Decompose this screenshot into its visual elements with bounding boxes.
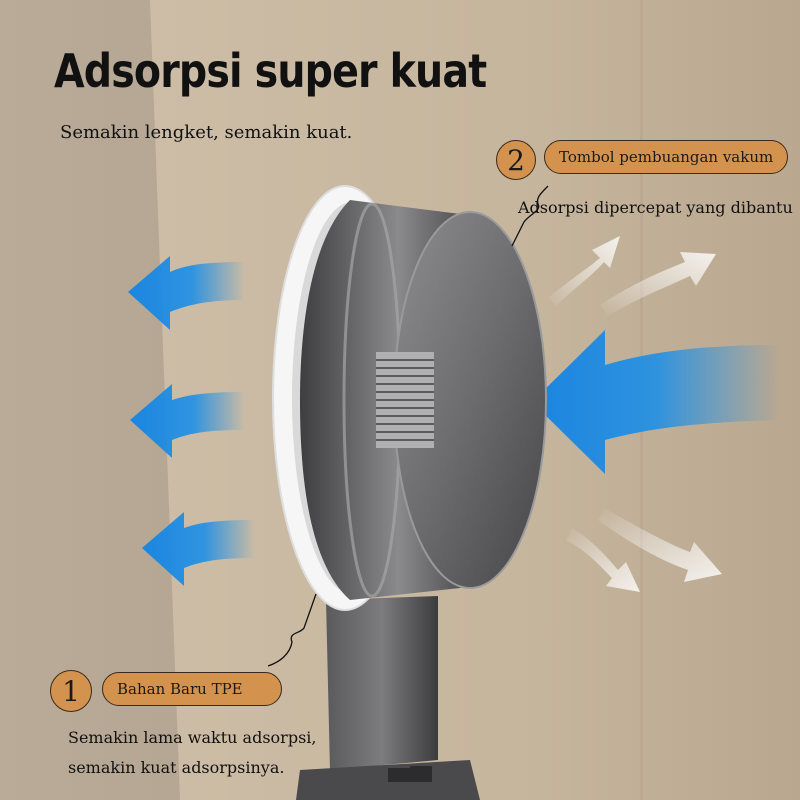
- callout-label-1: Bahan Baru TPE: [102, 672, 282, 706]
- cup-face: [394, 212, 546, 588]
- leader-line-2: [511, 185, 549, 247]
- blue-arrow-large: [532, 330, 780, 474]
- page-subtitle: Semakin lengket, semakin kuat.: [60, 122, 353, 143]
- callout-description-1a: Semakin lama waktu adsorpsi,: [68, 728, 317, 747]
- suction-cup: [272, 185, 547, 611]
- blue-arrow: [142, 512, 255, 586]
- callout-number-1: 1: [50, 670, 92, 712]
- page-title: Adsorpsi super kuat: [54, 44, 487, 98]
- suction-arrows-left: [128, 256, 255, 586]
- vacuum-release-button: [376, 352, 434, 448]
- white-arrow: [548, 236, 620, 306]
- exhaust-arrows: [548, 236, 722, 592]
- leader-line-1: [267, 593, 317, 667]
- blue-arrow: [130, 384, 245, 458]
- callout-description-2: Adsorpsi dipercepat yang dibantu: [518, 198, 793, 217]
- callout-number-2: 2: [496, 140, 536, 180]
- white-arrow: [566, 528, 640, 592]
- callout-description-1b: semakin kuat adsorpsinya.: [68, 758, 285, 777]
- blue-arrow: [128, 256, 245, 330]
- white-arrow: [600, 252, 716, 316]
- callout-label-2: Tombol pembuangan vakum: [544, 140, 789, 174]
- hook-stem: [296, 596, 480, 800]
- white-arrow: [598, 508, 722, 582]
